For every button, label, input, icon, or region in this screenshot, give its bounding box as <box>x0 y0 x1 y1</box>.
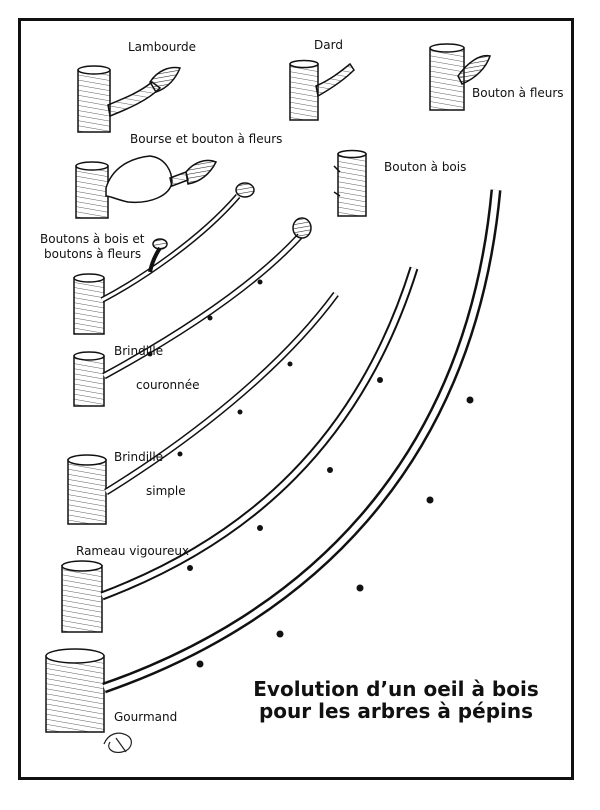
label-gourmand: Gourmand <box>114 710 178 724</box>
gourmand-drawing <box>45 189 502 733</box>
label-bouton-a-bois: Bouton à bois <box>384 160 467 174</box>
bouton-a-bois-drawing <box>333 149 367 217</box>
diagram-title: Evolution d’un oeil à bois pour les arbr… <box>236 678 556 722</box>
lambourde-drawing <box>77 65 182 133</box>
label-boutons-mixtes-line1: Boutons à bois et <box>40 232 145 246</box>
label-brindille-couronnee-line2: couronnée <box>136 378 200 392</box>
label-brindille-simple-line1: Brindille <box>114 450 164 464</box>
rameau-couronne-drawing <box>73 217 312 407</box>
rameau-vigoureux-drawing <box>61 266 419 633</box>
label-brindille-couronnee-line1: Brindille <box>114 344 164 358</box>
bourse-drawing <box>75 155 218 219</box>
label-brindille-simple-line2: simple <box>146 484 186 498</box>
title-line1: Evolution d’un oeil à bois <box>253 677 539 701</box>
label-rameau-vigoureux: Rameau vigoureux <box>76 544 190 558</box>
signature-mark <box>103 732 132 753</box>
label-dard: Dard <box>314 38 343 52</box>
boutons-mixtes-drawing <box>73 182 255 335</box>
bouton-a-fleurs-drawing <box>429 43 491 111</box>
label-bouton-a-fleurs: Bouton à fleurs <box>472 86 564 100</box>
label-bourse: Bourse et bouton à fleurs <box>130 132 283 146</box>
title-line2: pour les arbres à pépins <box>258 699 534 723</box>
dard-drawing <box>289 59 355 121</box>
bud-marks <box>147 279 474 668</box>
label-boutons-mixtes-line2: boutons à fleurs <box>44 247 142 261</box>
brindille-simple-drawing <box>67 291 339 525</box>
label-lambourde: Lambourde <box>128 40 197 54</box>
border-frame <box>18 18 574 780</box>
